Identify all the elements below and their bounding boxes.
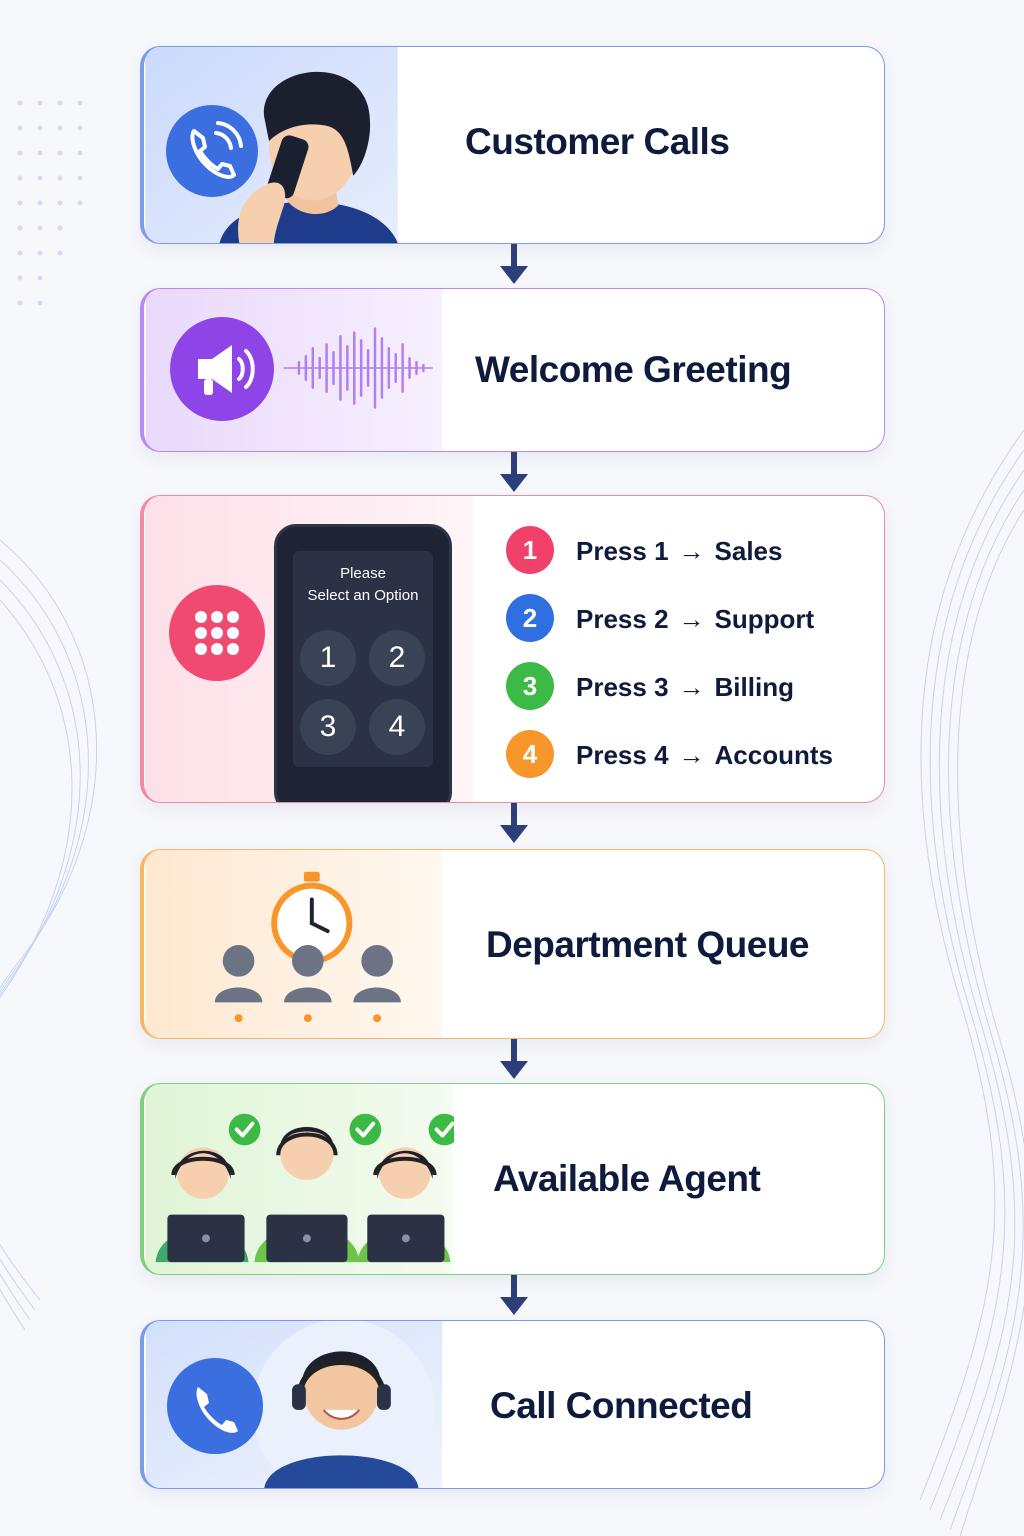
option-number-badge: 2 [506,594,554,642]
flow-arrow-2 [500,452,528,492]
option-number-badge: 4 [506,730,554,778]
option-text: Press 4 → Accounts [576,740,833,771]
option-text: Press 1 → Sales [576,536,782,567]
option-number-badge: 1 [506,526,554,574]
phone-prompt-line2: Select an Option [307,587,419,604]
option-department: Accounts [714,740,833,770]
phone-mockup: Please Select an Option 1 2 3 4 [274,524,452,802]
queue-illustration [145,850,443,1038]
arrow-right-icon: → [678,536,705,566]
arrow-right-icon: → [678,604,705,634]
phone-icon [167,1358,263,1454]
flow-arrow-1 [500,244,528,284]
flow-arrow-5 [500,1275,528,1315]
phone-ringing-icon [166,105,258,197]
option-department: Support [714,604,815,634]
ivr-option-accounts: 4 Press 4 → Accounts [506,730,866,780]
agent-checkmark-icon [228,1113,454,1146]
option-press: Press 4 [576,740,669,770]
keypad-key-1[interactable]: 1 [300,630,356,686]
step-available-agent: Available Agent [140,1083,885,1275]
step-call-connected: Call Connected [140,1320,885,1489]
arrow-right-icon: → [678,740,705,770]
keypad-key-3[interactable]: 3 [300,699,356,755]
megaphone-icon [170,317,274,421]
ivr-option-billing: 3 Press 3 → Billing [506,662,866,712]
arrow-right-icon: → [678,672,705,702]
step-welcome-greeting: Welcome Greeting [140,288,885,452]
option-text: Press 2 → Support [576,604,814,635]
step-label-available-agent: Available Agent [493,1158,761,1199]
keypad-icon [169,585,265,681]
option-text: Press 3 → Billing [576,672,794,703]
option-press: Press 1 [576,536,669,566]
queue-person-icons [214,944,401,1003]
flow-arrow-4 [500,1039,528,1079]
ivr-option-sales: 1 Press 1 → Sales [506,526,866,576]
flow-arrow-3 [500,803,528,843]
option-department: Billing [714,672,794,702]
step-ivr-menu: Please Select an Option 1 2 3 4 1 Press … [140,495,885,803]
keypad-key-4[interactable]: 4 [369,699,425,755]
option-press: Press 2 [576,604,669,634]
option-department: Sales [714,536,783,566]
option-press: Press 3 [576,672,669,702]
available-agents-illustration [145,1084,454,1274]
keypad-key-2[interactable]: 2 [369,630,425,686]
step-label-welcome-greeting: Welcome Greeting [475,349,792,390]
phone-prompt-line1: Please [340,565,386,582]
step-department-queue: Department Queue [140,849,885,1039]
ivr-option-support: 2 Press 2 → Support [506,594,866,644]
step-label-call-connected: Call Connected [490,1385,753,1426]
step-customer-calls: Customer Calls [140,46,885,244]
step-label-customer-calls: Customer Calls [465,121,730,162]
option-number-badge: 3 [506,662,554,710]
step-label-department-queue: Department Queue [486,924,810,965]
